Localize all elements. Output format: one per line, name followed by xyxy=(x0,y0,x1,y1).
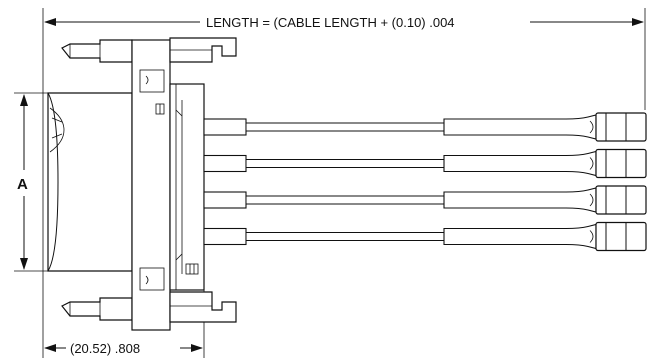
cable-assembly xyxy=(203,148,647,179)
jack-screw-bottom xyxy=(61,297,133,321)
cable-boot xyxy=(203,227,247,246)
cable-assembly xyxy=(203,185,647,215)
height-arrow-bottom xyxy=(20,258,28,270)
mounting-flange xyxy=(131,39,171,331)
cable-strain-relief xyxy=(443,187,597,213)
depth-dimension: (20.52) .808 xyxy=(44,290,205,358)
cable-terminal xyxy=(595,185,647,215)
cable-strain-relief xyxy=(443,223,597,250)
length-label: LENGTH = (CABLE LENGTH + (0.10) .004 xyxy=(206,15,455,30)
cable-wire xyxy=(245,195,445,205)
clip-bottom xyxy=(169,291,237,323)
insert-body xyxy=(169,83,205,291)
cable-boot xyxy=(203,154,247,173)
height-dimension: A xyxy=(14,92,50,272)
depth-arrow-right xyxy=(191,344,203,352)
cable-terminal xyxy=(595,112,647,142)
cable-terminal xyxy=(595,148,647,179)
cable-wire xyxy=(245,232,445,241)
depth-arrow-left xyxy=(44,344,56,352)
backshell-insert xyxy=(169,83,205,291)
cable-boot xyxy=(203,118,247,136)
shell-detail-curve xyxy=(49,107,65,153)
clip-top xyxy=(169,37,237,63)
cable-boot xyxy=(203,191,247,209)
connector-shell xyxy=(47,92,133,272)
shell-body xyxy=(47,92,133,272)
cable-assembly xyxy=(203,221,647,252)
length-arrow-right xyxy=(632,18,644,26)
cable-terminal xyxy=(595,221,647,252)
length-dimension: LENGTH = (CABLE LENGTH + (0.10) .004 xyxy=(42,8,646,358)
length-arrow-left xyxy=(44,18,56,26)
cable-group xyxy=(203,112,647,252)
depth-label: (20.52) .808 xyxy=(70,341,140,356)
cable-wire xyxy=(245,159,445,168)
cable-wire xyxy=(245,122,445,132)
shell-face-curve xyxy=(47,92,59,272)
cable-assembly xyxy=(203,112,647,142)
height-arrow-top xyxy=(20,94,28,106)
cable-strain-relief xyxy=(443,114,597,140)
jack-screw-top xyxy=(61,39,133,63)
height-label: A xyxy=(17,176,28,193)
cable-strain-relief xyxy=(443,150,597,177)
